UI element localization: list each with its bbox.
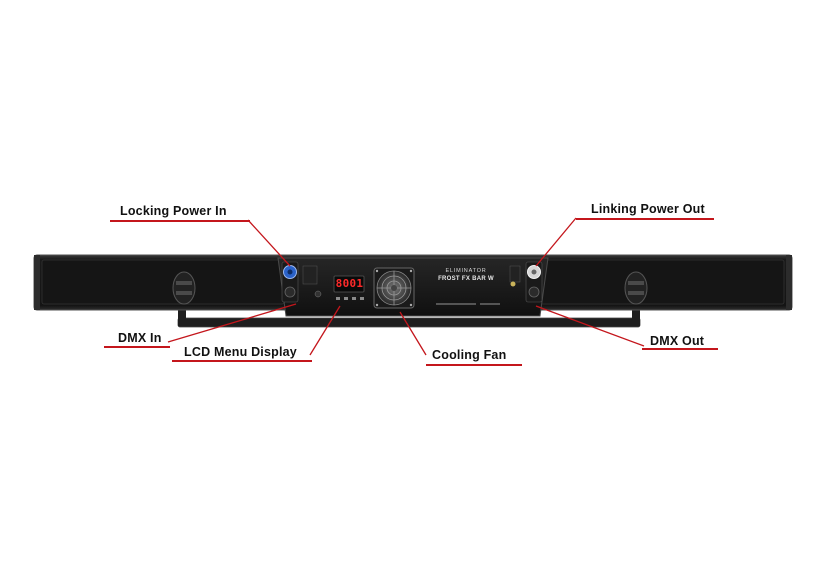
lcd-display	[333, 275, 365, 293]
callout-dmx-in: DMX In	[118, 331, 162, 345]
leader-cooling-fan	[399, 311, 427, 356]
right-yoke-knob	[624, 271, 648, 305]
callout-cooling-fan: Cooling Fan	[432, 348, 507, 362]
model-label: FROST FX BAR W	[438, 276, 494, 282]
underline-cooling-fan	[426, 364, 522, 366]
callout-lcd-menu-display: LCD Menu Display	[184, 345, 297, 359]
left-yoke-knob	[172, 271, 196, 305]
power-out-connector	[525, 261, 543, 303]
callout-locking-power-in: Locking Power In	[120, 204, 227, 218]
underline-lcd-menu-display	[172, 360, 312, 362]
leader-locking-power-in	[247, 219, 291, 267]
power-in-connector	[281, 261, 299, 303]
leader-dmx-in	[167, 303, 297, 343]
leader-linking-power-out	[535, 217, 577, 267]
underline-linking-power-out	[576, 218, 714, 220]
callout-dmx-out: DMX Out	[650, 334, 705, 348]
leader-lcd-menu	[309, 305, 341, 356]
leader-dmx-out	[535, 305, 645, 347]
underline-dmx-out	[642, 348, 718, 350]
menu-buttons	[336, 297, 364, 300]
leader-lines	[167, 217, 645, 356]
cooling-fan	[373, 267, 415, 309]
underline-dmx-in	[104, 346, 170, 348]
lcd-readout: 8001	[335, 277, 364, 290]
callout-linking-power-out: Linking Power Out	[591, 202, 705, 216]
panel-details	[302, 265, 521, 305]
underline-locking-power-in	[110, 220, 250, 222]
brand-label: ELIMINATOR	[445, 268, 487, 274]
